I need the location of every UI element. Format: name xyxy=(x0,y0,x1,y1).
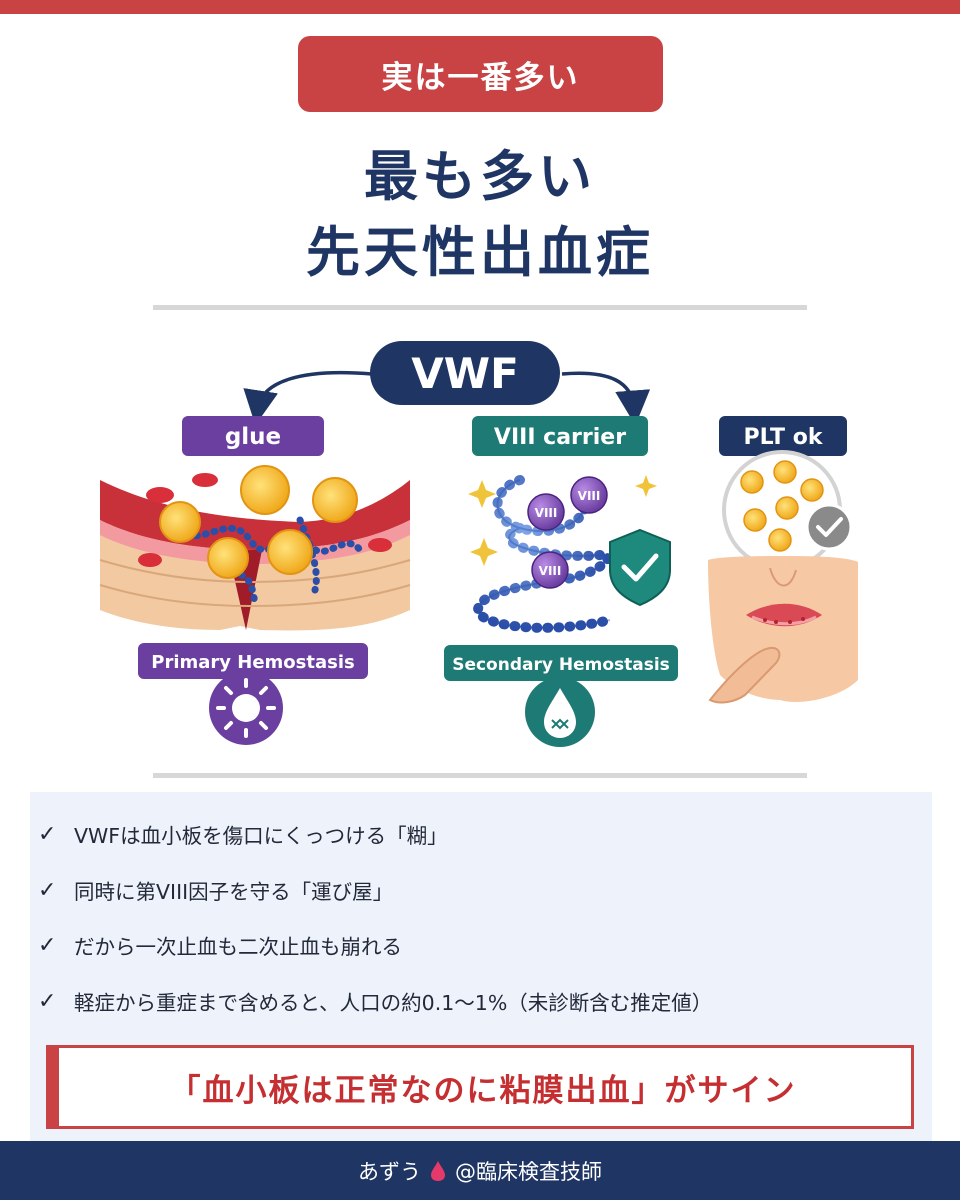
vwf-diagram: VWF glue VIII carrier PLT ok xyxy=(99,341,858,747)
key-point-text: 軽症から重症まで含めると、人口の約0.1〜1%（未診断含む推定値） xyxy=(74,991,713,1015)
vwf-label: VWF xyxy=(370,341,560,405)
platelet-icon xyxy=(209,671,283,745)
sign-callout-text: 「血小板は正常なのに粘膜出血」がサイン xyxy=(169,1072,797,1109)
arrow-to-carrier xyxy=(561,371,651,426)
key-point: ✓ VWFは血小板を傷口にくっつける「糊」 xyxy=(38,819,448,849)
fibrin-drop-icon xyxy=(525,677,595,747)
vessel-wound-icon xyxy=(99,465,411,631)
sign-callout: 「血小板は正常なのに粘膜出血」がサイン xyxy=(46,1045,914,1129)
primary-hemostasis-tag: Primary Hemostasis xyxy=(138,643,368,679)
top-accent-bar xyxy=(0,0,960,14)
blood-drop-icon xyxy=(431,1160,445,1181)
mucosal-bleeding-icon xyxy=(708,556,858,704)
svg-text:VIII: VIII xyxy=(539,564,562,578)
check-icon: ✓ xyxy=(38,988,57,1014)
divider-bottom xyxy=(153,773,807,778)
check-icon: ✓ xyxy=(38,877,57,903)
svg-text:VIII: VIII xyxy=(578,489,601,503)
author-name: あずう xyxy=(358,1159,421,1184)
secondary-text: Secondary Hemostasis xyxy=(452,655,670,675)
glue-tag: glue xyxy=(182,416,324,456)
plt-text: PLT ok xyxy=(744,425,824,450)
carrier-text: VIII carrier xyxy=(494,425,626,450)
primary-text: Primary Hemostasis xyxy=(151,652,354,673)
plt-tag: PLT ok xyxy=(719,416,847,456)
divider-top xyxy=(153,305,807,310)
key-point-text: だから一次止血も二次止血も崩れる xyxy=(74,935,402,959)
carrier-tag: VIII carrier xyxy=(472,416,648,456)
key-point: ✓ 軽症から重症まで含めると、人口の約0.1〜1%（未診断含む推定値） xyxy=(38,986,712,1016)
vwf-illustration: VWF glue VIII carrier PLT ok xyxy=(0,330,960,760)
secondary-hemostasis-tag: Secondary Hemostasis xyxy=(444,645,678,681)
callout-accent-bar xyxy=(49,1048,59,1126)
key-point-text: 同時に第VIII因子を守る「運び屋」 xyxy=(74,880,394,904)
title-line-2: 先天性出血症 xyxy=(306,220,654,284)
vwf-carrier-icon: VIII VIII VIII xyxy=(468,475,671,633)
check-icon: ✓ xyxy=(38,821,57,847)
check-icon: ✓ xyxy=(38,932,57,958)
vwf-text: VWF xyxy=(411,349,519,398)
key-point-text: VWFは血小板を傷口にくっつける「糊」 xyxy=(74,824,448,848)
arrow-to-glue xyxy=(243,370,373,426)
key-point: ✓ 同時に第VIII因子を守る「運び屋」 xyxy=(38,875,393,905)
key-point: ✓ だから一次止血も二次止血も崩れる xyxy=(38,930,402,960)
title-line-1: 最も多い xyxy=(364,144,596,208)
page-title: 最も多い 先天性出血症 xyxy=(0,138,960,290)
author-handle: @臨床検査技師 xyxy=(455,1159,602,1184)
platelet-count-normal-icon xyxy=(722,450,853,570)
glue-text: glue xyxy=(225,424,281,450)
header-badge: 実は一番多い xyxy=(298,36,663,112)
svg-text:VIII: VIII xyxy=(535,506,558,520)
footer-credit: あずう @臨床検査技師 xyxy=(0,1141,960,1200)
